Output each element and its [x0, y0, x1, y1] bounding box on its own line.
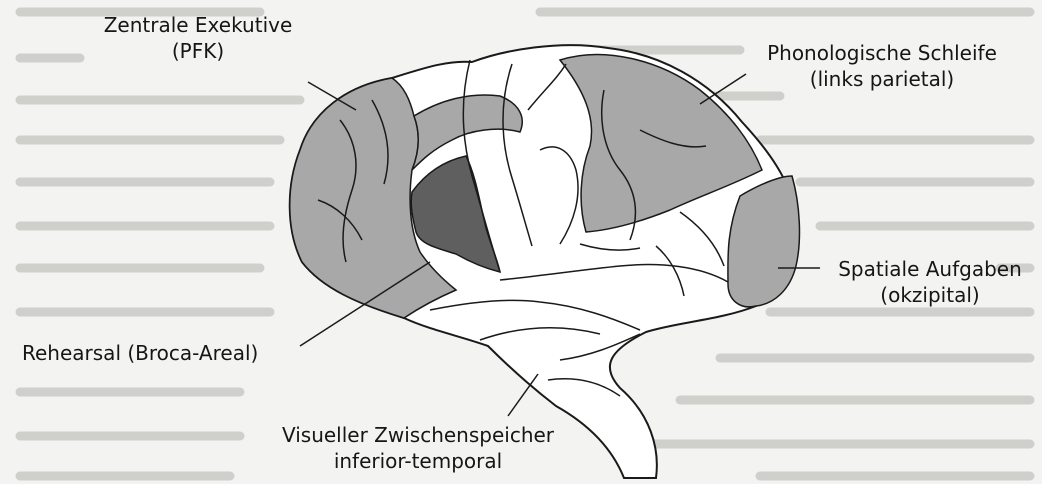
label-central-executive: Zentrale Exekutive (PFK)	[88, 12, 308, 64]
label-spatial-tasks-line1: Spatiale Aufgaben	[820, 256, 1040, 282]
label-visual-buffer: Visueller Zwischenspeicher inferior-temp…	[268, 422, 568, 474]
label-spatial-tasks: Spatiale Aufgaben (okzipital)	[820, 256, 1040, 308]
label-rehearsal-line1: Rehearsal (Broca-Areal)	[22, 340, 258, 366]
label-central-executive-line1: Zentrale Exekutive	[88, 12, 308, 38]
label-phonological-loop-line1: Phonologische Schleife	[752, 40, 1012, 66]
label-visual-buffer-line2: inferior-temporal	[268, 448, 568, 474]
label-phonological-loop-line2: (links parietal)	[752, 66, 1012, 92]
label-rehearsal: Rehearsal (Broca-Areal)	[22, 340, 258, 366]
label-phonological-loop: Phonologische Schleife (links parietal)	[752, 40, 1012, 92]
label-central-executive-line2: (PFK)	[88, 38, 308, 64]
leader-visual-buffer	[508, 374, 538, 416]
label-spatial-tasks-line2: (okzipital)	[820, 282, 1040, 308]
label-visual-buffer-line1: Visueller Zwischenspeicher	[268, 422, 568, 448]
